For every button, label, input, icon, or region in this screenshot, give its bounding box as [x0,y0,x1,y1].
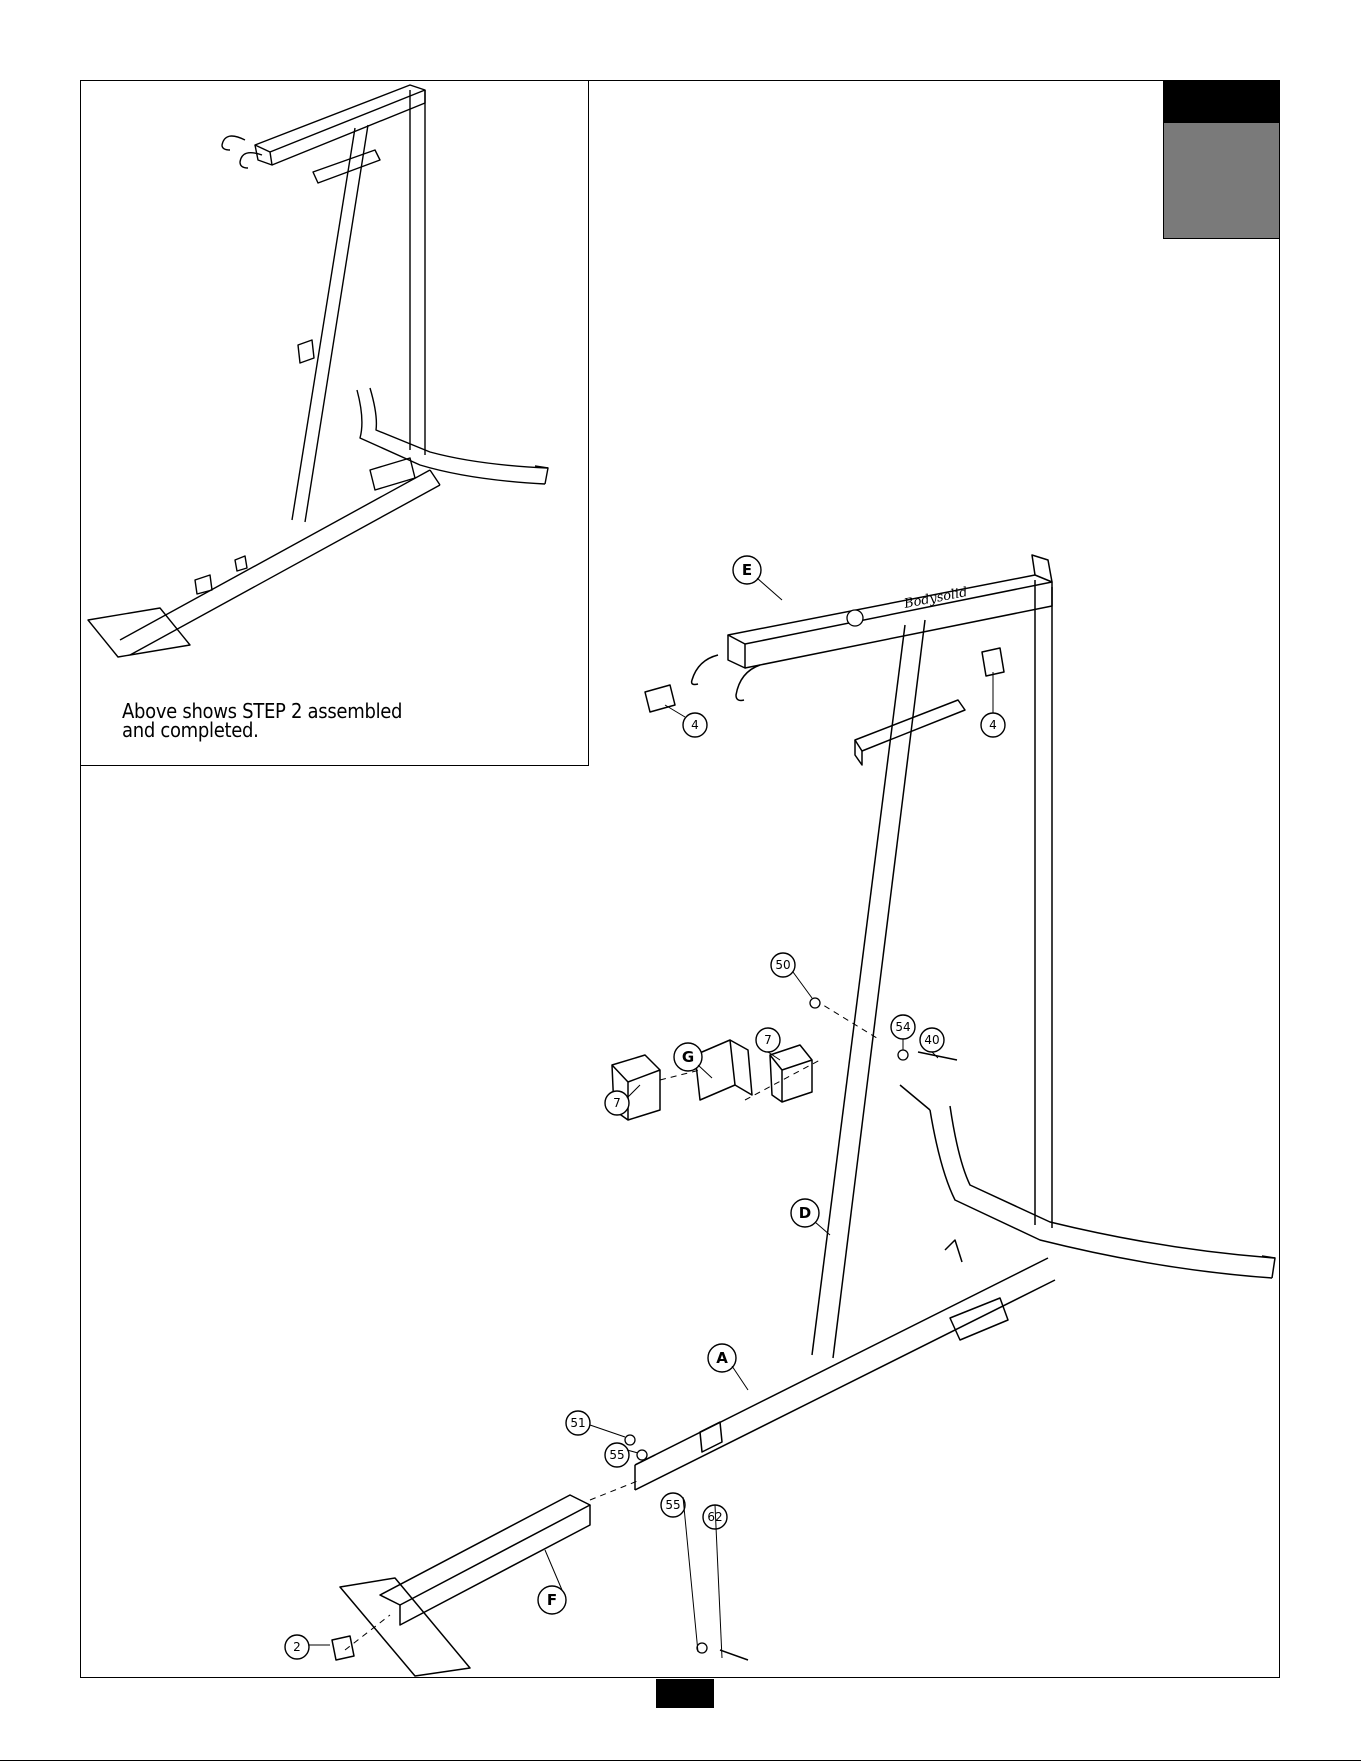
step-tab-marker [1163,122,1280,239]
step-tab-header [1163,80,1280,122]
inset-caption: Above shows STEP 2 assembled and complet… [122,702,542,740]
inset-caption-line-2: and completed. [122,721,542,740]
completed-step-inset [80,80,589,766]
page-number-tab [656,1679,714,1708]
